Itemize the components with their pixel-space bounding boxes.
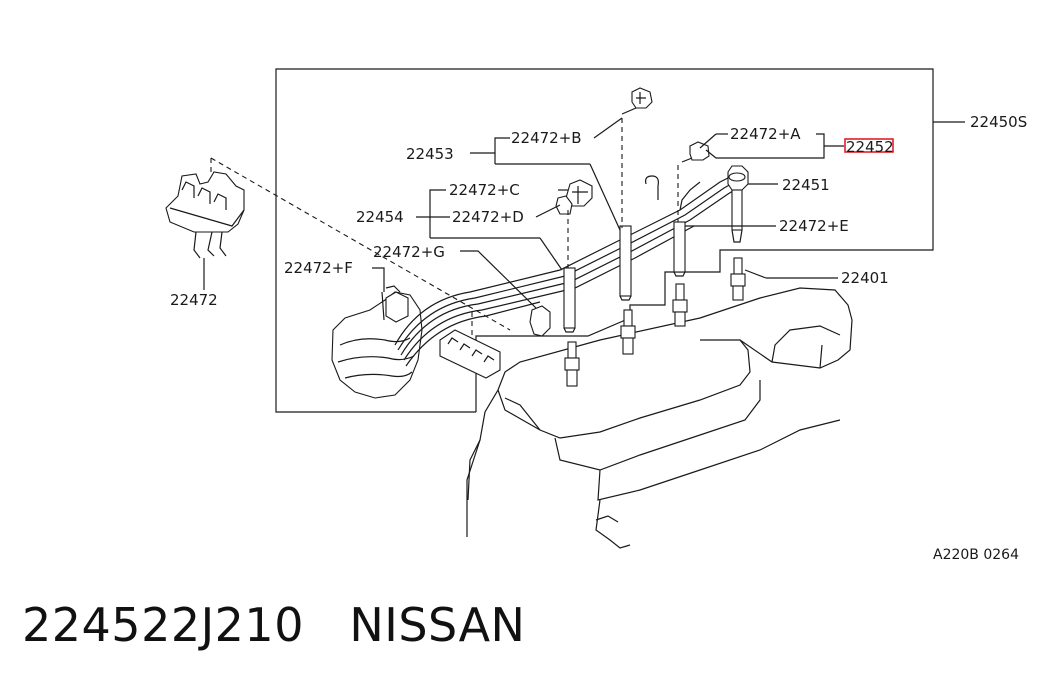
cable-clamps: [385, 87, 710, 379]
part-caption: 224522J210 NISSAN: [22, 598, 525, 652]
cable-set-box: [275, 68, 965, 413]
spark-plug-1: [730, 257, 746, 301]
engine-block-outline: [466, 287, 853, 549]
loose-clamp-part: [165, 171, 245, 290]
illustration-code: A220B 0264: [933, 547, 1019, 563]
label-22472-a: 22472+A: [730, 125, 801, 143]
spark-plug-3: [620, 309, 636, 355]
spark-plug-2: [672, 283, 688, 327]
label-22472-c: 22472+C: [449, 181, 520, 199]
label-22452: 22452: [846, 138, 894, 156]
part-labels: 22450S 22453 22472+B 22472+A 22452 22451…: [170, 113, 1027, 563]
plug-boots: [563, 221, 686, 333]
label-22454: 22454: [356, 208, 404, 226]
caption-brand: NISSAN: [349, 598, 526, 652]
label-22450s: 22450S: [970, 113, 1027, 131]
label-22472-e: 22472+E: [779, 217, 849, 235]
label-22472-f: 22472+F: [284, 259, 353, 277]
caption-part-number: 224522J210: [22, 598, 304, 652]
label-22401: 22401: [841, 269, 889, 287]
spark-plugs: [564, 257, 746, 387]
label-22453: 22453: [406, 145, 454, 163]
label-22472-d: 22472+D: [452, 208, 524, 226]
projection-lines: [210, 118, 679, 336]
part-highlight-box: [844, 138, 894, 153]
spark-plug-4: [564, 341, 580, 387]
label-22472: 22472: [170, 291, 218, 309]
label-22472-g: 22472+G: [373, 243, 445, 261]
caption-spacer: [304, 598, 349, 652]
label-22472-b: 22472+B: [511, 129, 582, 147]
coil-boot: [727, 165, 749, 243]
label-22451: 22451: [782, 176, 830, 194]
leader-lines: [372, 117, 844, 309]
